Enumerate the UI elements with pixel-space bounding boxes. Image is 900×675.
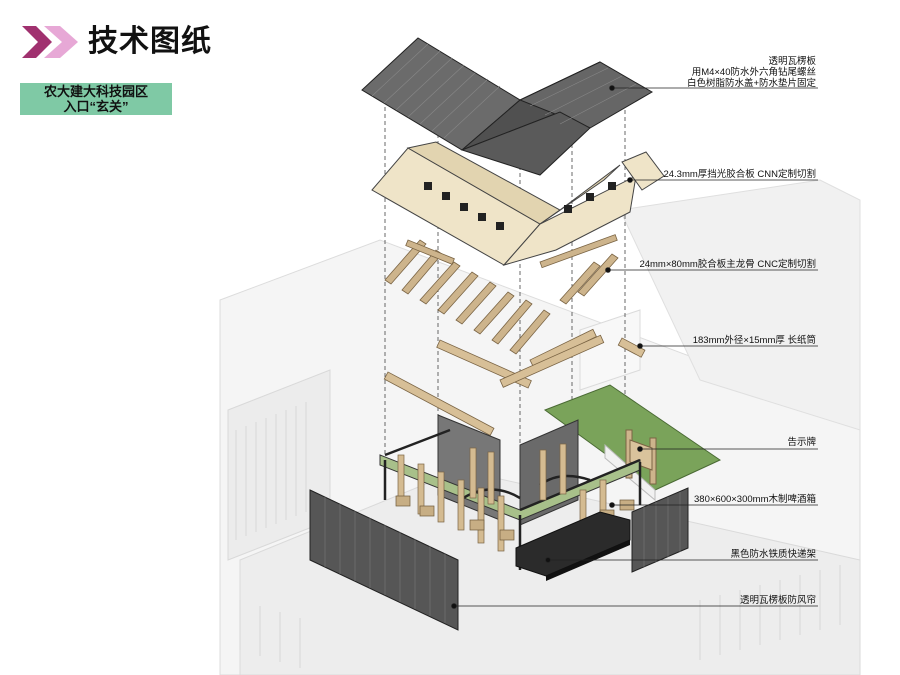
paper-tubes	[383, 328, 646, 436]
subtitle-line-1: 农大建大科技园区	[43, 84, 148, 99]
callout-roof-panel: 透明瓦楞板 用M4×40防水外六角钻尾螺丝 白色树脂防水盖+防水垫片固定	[687, 56, 816, 89]
callout-roof-line-2: 用M4×40防水外六角钻尾螺丝	[691, 67, 816, 78]
callout-beer-crate: 380×600×300mm木制啤酒箱	[694, 494, 816, 505]
callout-roof-line-3: 白色树脂防水盖+防水垫片固定	[686, 78, 816, 89]
callout-express-rack: 黑色防水铁质快递架	[730, 549, 816, 560]
callout-leader-lines	[451, 85, 818, 609]
callout-plywood-panel: 24.3mm厚挡光胶合板 CNN定制切割	[663, 169, 816, 180]
chevron-light-icon	[44, 26, 78, 58]
black-express-rack	[515, 511, 631, 581]
base-structure	[379, 414, 642, 581]
project-subtitle-box: 农大建大科技园区 入口“玄关”	[20, 83, 172, 115]
plywood-roof-panels	[371, 141, 665, 266]
callout-ribs-line: 24mm×80mm胶合板主龙骨 CNC定制切割	[639, 259, 816, 270]
callout-crate-line: 380×600×300mm木制啤酒箱	[694, 494, 816, 505]
corrugated-roof	[361, 37, 653, 176]
chevron-dark-icon	[22, 26, 52, 58]
callout-rack-line: 黑色防水铁质快递架	[730, 549, 816, 560]
callout-tube-line: 183mm外径×15mm厚 长纸筒	[692, 335, 816, 346]
callout-plywood-line: 24.3mm厚挡光胶合板 CNN定制切割	[663, 169, 816, 180]
callout-curtain-line: 透明瓦楞板防风帘	[739, 595, 816, 606]
wind-curtain-left	[309, 489, 459, 631]
callout-notice-board: 告示牌	[787, 437, 816, 448]
callout-board-line: 告示牌	[787, 437, 816, 448]
callout-paper-tube: 183mm外径×15mm厚 长纸筒	[693, 335, 816, 346]
plywood-main-ribs	[384, 234, 619, 355]
callout-main-ribs: 24mm×80mm胶合板主龙骨 CNC定制切割	[639, 259, 816, 270]
chevron-arrows-icon	[22, 26, 78, 58]
callout-wind-curtain: 透明瓦楞板防风帘	[740, 595, 816, 606]
wind-curtain-right	[631, 487, 689, 573]
page-title: 技术图纸	[88, 25, 212, 58]
callout-roof-line-1: 透明瓦楞板	[768, 56, 816, 67]
subtitle-line-2: 入口“玄关”	[63, 99, 129, 114]
